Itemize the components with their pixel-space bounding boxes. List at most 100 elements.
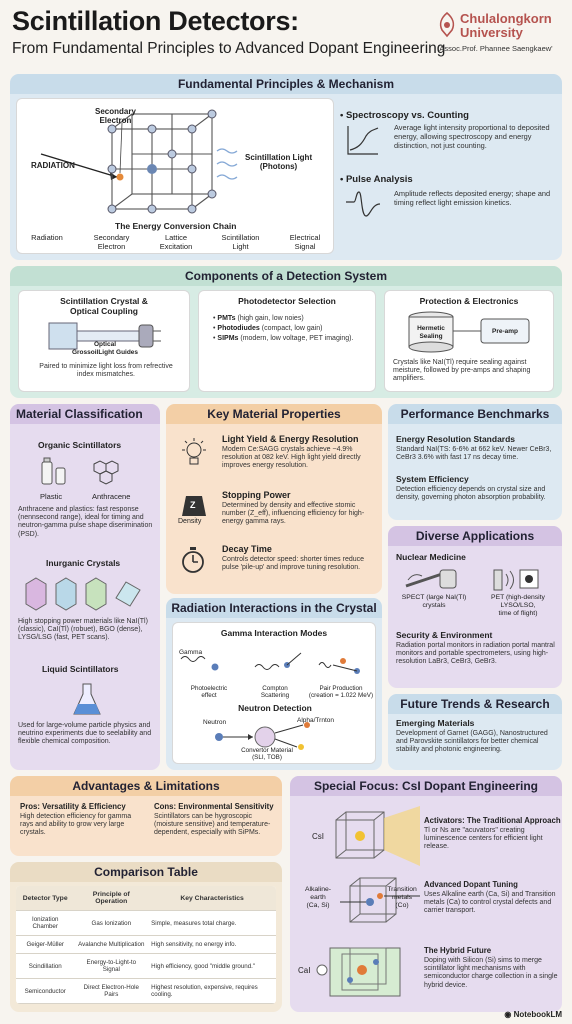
- converter-label: Convertor Material (SLI, TOB): [241, 747, 293, 762]
- pet-scanner-icon: [493, 569, 539, 591]
- organic-text: Anthracene and plastics: fast response (…: [18, 506, 153, 538]
- applications-title: Diverse Applications: [388, 526, 562, 546]
- table-cell: Energy-to-Light-to Signal: [74, 953, 149, 979]
- table-cell: High sensitivity, no energy info.: [148, 935, 276, 954]
- photodetector-item-detail: (compact, low gain): [259, 325, 323, 333]
- crystal-lightguide-icon: [48, 322, 161, 350]
- university-seal: [436, 11, 458, 38]
- chain-step: Scintillation Light: [221, 233, 260, 251]
- author-name: 'Assoc.Prof. Phannee Saengkaew': [438, 44, 553, 53]
- page-title: Scintillation Detectors:: [12, 6, 299, 36]
- chain-title: The Energy Conversion Chain: [115, 221, 237, 231]
- university-name: Chulalongkorn University: [460, 12, 552, 40]
- crystal-coupling-panel: Scintillation Crystal & Optical Coupling…: [18, 290, 190, 392]
- material-title: Material Classification: [10, 404, 160, 424]
- focus-title: Special Focus: CsI Dopant Engineering: [290, 776, 562, 796]
- photodetector-item-detail: (modern, low voltage, PET imaging).: [238, 335, 354, 343]
- neutron-label: Neutron: [203, 719, 227, 726]
- photodetector-item: • SIPMs (modern, low voltage, PET imagin…: [213, 335, 354, 343]
- mode-label: Compton Scattering: [260, 685, 290, 700]
- efficiency-title: System Efficiency: [396, 474, 469, 484]
- nuclear-title: Nuclear Medicine: [396, 552, 466, 562]
- table-cell: Highest resolution, expensive, requires …: [148, 978, 276, 1004]
- csi-label: CsI: [312, 832, 324, 841]
- emerging-title: Emerging Materials: [396, 718, 475, 728]
- benchmarks-card: Performance Benchmarks Energy Resolution…: [388, 404, 562, 520]
- column-header: Detector Type: [16, 886, 75, 911]
- column-header: Principle of Operation: [74, 886, 149, 911]
- property-title: Light Yield & Energy Resolution: [222, 434, 359, 444]
- label-radiation: RADIATION: [31, 161, 75, 170]
- cons-title: Cons: Environmental Sensitivity: [154, 802, 274, 811]
- table-row: Scindillation Energy-to-Light-to Signal …: [16, 953, 276, 979]
- pet-label: PET (high-density LYSO/LSO, time of flig…: [491, 594, 545, 617]
- table-cell: Ionization Chamber: [16, 910, 75, 936]
- chain-step: Secondary Electron: [93, 233, 130, 251]
- liquid-text: Used for large-volume particle physics a…: [18, 722, 152, 746]
- photodetector-panel: Photodetector Selection • PMTs (high gai…: [198, 290, 376, 392]
- liquid-title: Liquid Scintillators: [42, 664, 119, 674]
- table-cell: Gas Ionization: [74, 910, 149, 936]
- table-row: Ionization Chamber Gas Ionization Simple…: [16, 910, 276, 936]
- flask-icon: [73, 683, 101, 715]
- gamma-title: Gamma Interaction Modes: [220, 628, 328, 638]
- crystal-lattice-diagram: [40, 109, 238, 214]
- trends-title: Future Trends & Research: [388, 694, 562, 714]
- lightbulb-icon: [182, 438, 206, 465]
- organic-icons: [41, 457, 119, 485]
- table-cell: Scindillation: [16, 953, 75, 979]
- protection-text: Crystals like NaI(Tl) require sealing ag…: [393, 359, 531, 383]
- property-text: Modern Ce:SAGG crystals achieve ~4.9% re…: [222, 446, 361, 470]
- pulse-title-text: Pulse Analysis: [345, 174, 413, 185]
- activator-title: Activators: The Traditional Approach: [424, 816, 561, 825]
- spect-label: SPECT (large NaI(Tl) crystals: [401, 594, 467, 609]
- benchmarks-title: Performance Benchmarks: [388, 404, 562, 424]
- chain-step: Radiation: [31, 233, 63, 242]
- spect-scanner-icon: [405, 569, 457, 589]
- focus-card: Special Focus: CsI Dopant Engineering Cs…: [290, 776, 562, 1012]
- resolution-title: Energy Resolution Standards: [396, 434, 516, 444]
- energy-chain: Radiation Secondary Electron Lattice Exc…: [21, 233, 331, 251]
- page-subtitle: From Fundamental Principles to Advanced …: [12, 40, 446, 57]
- table-row: Geiger-Müller Avalanche Multiplication H…: [16, 935, 276, 954]
- brand-icon: ◉: [504, 1010, 514, 1019]
- property-text: Determined by density and effective stom…: [222, 502, 365, 526]
- table-cell: Simple, measures total charge.: [148, 910, 276, 936]
- inorganic-title: Inurganic Crystals: [46, 558, 121, 568]
- mode-label: Pair Production (creation = 1.022 MeV): [308, 685, 374, 700]
- spectroscopy-title: • Spectroscopy vs. Counting: [340, 110, 469, 121]
- material-card: Material Classification Organic Scintill…: [10, 404, 160, 770]
- table-cell: Avalanche Multiplication: [74, 935, 149, 954]
- fundamentals-title: Fundamental Principles & Mechanism: [10, 74, 562, 94]
- advantages-card: Advantages & Limitations Pros: Versatili…: [10, 776, 282, 856]
- crystal-coupling-title: Scintillation Crystal & Optical Coupling: [60, 296, 148, 316]
- transition-label: Transition metals (Co): [387, 886, 417, 909]
- neutron-detection-diagram: [215, 722, 310, 750]
- photodetector-title: Photodetector Selection: [238, 296, 336, 306]
- spectroscopy-title-text: Spectroscopy vs. Counting: [345, 110, 469, 121]
- property-title: Stopping Power: [222, 490, 291, 500]
- security-title: Security & Environment: [396, 630, 493, 640]
- photodetector-item-name: Photodiudes: [217, 325, 260, 333]
- organic-title: Organic Scintillators: [38, 440, 122, 450]
- alkaline-label: Alkaline- earth (Ca, Si): [304, 886, 332, 909]
- hybrid-device-diagram: [316, 947, 401, 997]
- interactions-title: Radiation Interactions in the Crystal: [166, 598, 382, 618]
- table-cell: Geiger-Müller: [16, 935, 75, 954]
- crystal-label: Optical GrossoilLight Guides: [71, 341, 139, 356]
- trends-card: Future Trends & Research Emerging Materi…: [388, 694, 562, 770]
- inorganic-text: High stopping power materials like NaI(T…: [18, 618, 148, 642]
- hybrid-title: The Hybrid Future: [424, 946, 492, 955]
- university-line2: University: [460, 25, 523, 40]
- pros-text: High detection efficiency for gamma rays…: [20, 813, 132, 837]
- protection-title: Protection & Electronics: [419, 296, 519, 306]
- notebooklm-brand: ◉ NotebookLM: [504, 1010, 562, 1019]
- comparison-title: Comparison Table: [10, 862, 282, 882]
- table-cell: Direct Electron-Hole Pairs: [74, 978, 149, 1004]
- organic-label-anthracene: Anthracene: [92, 492, 131, 501]
- comparison-table-wrap: Detector Type Principle of Operation Key…: [16, 886, 276, 1004]
- label-secondary-electron: Secondary Electron: [95, 107, 136, 125]
- resolution-text: Standard NaI(TS: 6-6% at 662 keV. Newer …: [396, 446, 552, 462]
- photodetector-item-detail: (high gain, low noies): [235, 315, 304, 322]
- cons-text: Scintillators can be hygroscopic (moistu…: [154, 813, 271, 837]
